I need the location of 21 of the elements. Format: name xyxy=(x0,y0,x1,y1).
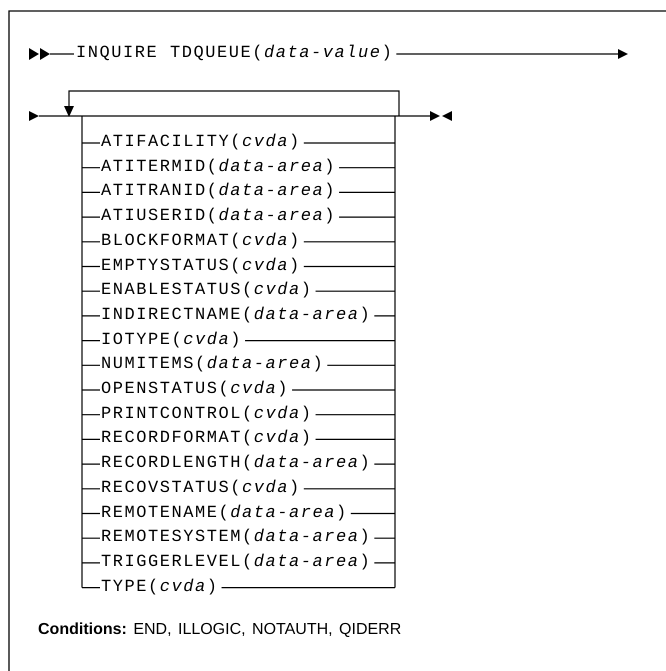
syntax-command: INQUIRE TDQUEUE(data-value) xyxy=(76,44,394,64)
syntax-option: RECOVSTATUS(cvda) xyxy=(101,478,301,499)
syntax-option: ENABLESTATUS(cvda) xyxy=(101,281,313,302)
syntax-option: ATIFACILITY(cvda) xyxy=(101,133,301,153)
syntax-option: ATITERMID(data-area) xyxy=(101,158,336,178)
syntax-option: ATIUSERID(data-area) xyxy=(101,207,336,228)
syntax-option: TRIGGERLEVEL(data-area) xyxy=(101,552,372,573)
syntax-option: TYPE(cvda) xyxy=(101,578,219,598)
syntax-option: REMOTESYSTEM(data-area) xyxy=(101,528,372,548)
syntax-option: ATITRANID(data-area) xyxy=(101,182,336,202)
syntax-option: PRINTCONTROL(cvda) xyxy=(101,404,313,425)
syntax-option: INDIRECTNAME(data-area) xyxy=(101,306,372,326)
conditions-note: Conditions: END, ILLOGIC, NOTAUTH, QIDERR xyxy=(38,621,402,639)
syntax-option: RECORDLENGTH(data-area) xyxy=(101,454,372,474)
syntax-option: BLOCKFORMAT(cvda) xyxy=(101,232,301,252)
syntax-option: RECORDFORMAT(cvda) xyxy=(101,429,313,450)
syntax-option: EMPTYSTATUS(cvda) xyxy=(101,256,301,276)
syntax-option: IOTYPE(cvda) xyxy=(101,330,242,351)
syntax-option: NUMITEMS(data-area) xyxy=(101,355,324,376)
syntax-option: REMOTENAME(data-area) xyxy=(101,504,348,524)
syntax-option: OPENSTATUS(cvda) xyxy=(101,380,290,400)
